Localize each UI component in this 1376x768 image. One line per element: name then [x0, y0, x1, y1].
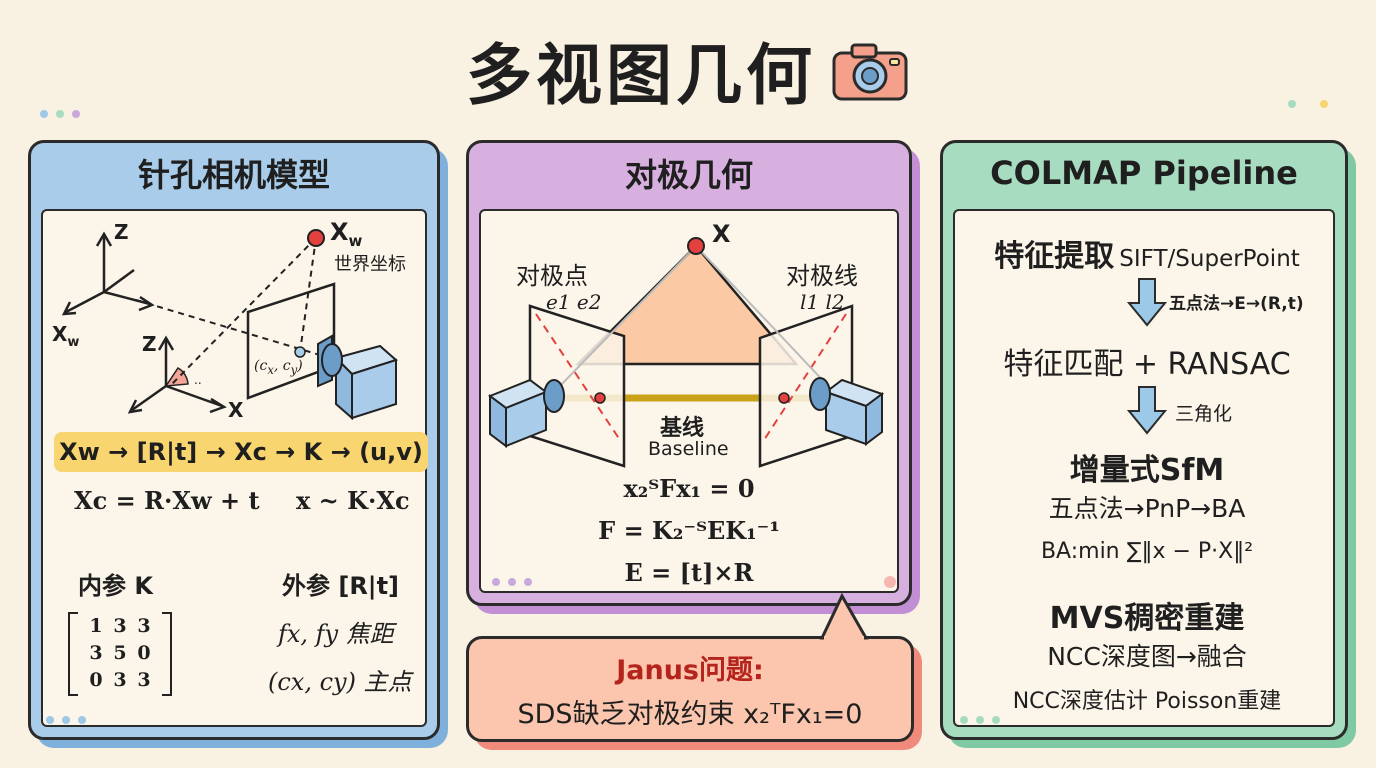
epipolar-constraint: x₂ᵀFx₁ = 0 — [623, 474, 755, 503]
epipole-symbols: e1 e2 — [546, 290, 602, 314]
step-feature-extraction: 特征提取 SIFT/SuperPoint — [994, 239, 1300, 274]
camera-icon — [809, 377, 885, 446]
title-text: 多视图几何 — [466, 37, 816, 114]
step-incremental-sfm: 增量式SfM — [1069, 453, 1225, 488]
epiline-label: 对极线 — [786, 262, 858, 290]
step-feature-matching: 特征匹配 + RANSAC — [1003, 347, 1291, 382]
epiline-symbols: l1 l2 — [800, 290, 845, 314]
pinhole-header: 针孔相机模型 — [137, 156, 330, 194]
camera-icon — [317, 334, 398, 421]
camera-icon — [487, 378, 565, 448]
projection-formula: x ~ K·Xc — [296, 486, 410, 515]
colmap-footer: NCC深度估计 Poisson重建 — [1012, 689, 1282, 714]
callout-pointer — [819, 592, 869, 642]
sfm-substeps: 五点法→PnP→BA — [1048, 494, 1246, 523]
world-point-label: Xw — [330, 218, 363, 250]
decor-dots — [960, 716, 1000, 724]
world-point-caption: 世界坐标 — [334, 254, 406, 275]
axis-z-cam-label: Z — [142, 332, 157, 356]
camera-icon — [830, 41, 910, 119]
principal-point-caption: (cx, cy) 主点 — [268, 668, 412, 696]
down-arrow-icon — [1127, 386, 1167, 435]
mvs-substeps: NCC深度图→融合 — [1047, 642, 1247, 671]
svg-text:..: .. — [194, 373, 202, 387]
down-arrow-icon — [1127, 278, 1167, 327]
fundamental-matrix-formula: F = K₂⁻ᵀEK₁⁻¹ — [598, 516, 780, 545]
intrinsic-label: 内参 K — [78, 572, 153, 600]
decor-dots — [492, 578, 532, 586]
epipolar-point-label: X — [712, 220, 731, 248]
arrow1-label: 五点法→E→(R,t) — [1169, 294, 1304, 314]
extrinsic-label: 外参 [R|t] — [282, 572, 400, 600]
ba-formula: BA:min ∑‖x − P·X‖² — [1040, 539, 1254, 564]
step-mvs: MVS稠密重建 — [1049, 601, 1245, 636]
epipolar-diagram — [487, 237, 885, 468]
janus-text: SDS缺乏对极约束 x₂ᵀFx₁=0 — [517, 699, 863, 730]
decor-dots — [46, 716, 86, 724]
extrinsic-formula: Xc = R·Xw + t — [74, 486, 260, 515]
axis-z-world-label: Z — [114, 220, 129, 244]
principal-point-label: (cx, cy) — [254, 358, 303, 377]
decor-dots — [1288, 100, 1328, 108]
pinhole-diagram: .. — [61, 229, 398, 421]
epipole-label: 对极点 — [516, 262, 588, 290]
baseline-cn-label: 基线 — [660, 416, 705, 441]
janus-title: Janus问题: — [616, 655, 764, 686]
axis-xw-label: Xw — [52, 322, 80, 350]
colmap-header: COLMAP Pipeline — [990, 154, 1298, 192]
page-title: 多视图几何 — [0, 22, 1376, 119]
epipolar-header: 对极几何 — [624, 156, 753, 194]
arrow2-label: 三角化 — [1175, 403, 1233, 425]
colmap-panel: COLMAP Pipeline 特征提取 SIFT/SuperPoint 五点法… — [940, 140, 1348, 740]
decor-dot — [884, 576, 896, 588]
projection-chain: Xw → [R|t] → Xc → K → (u,v) — [54, 432, 428, 472]
baseline-en-label: Baseline — [648, 438, 729, 460]
focal-length-label: fx, fy 焦距 — [278, 620, 394, 648]
essential-matrix-formula: E = [t]×R — [624, 558, 754, 587]
janus-callout — [466, 636, 914, 742]
axis-x-cam-label: X — [228, 398, 244, 422]
decor-dots — [40, 110, 80, 118]
